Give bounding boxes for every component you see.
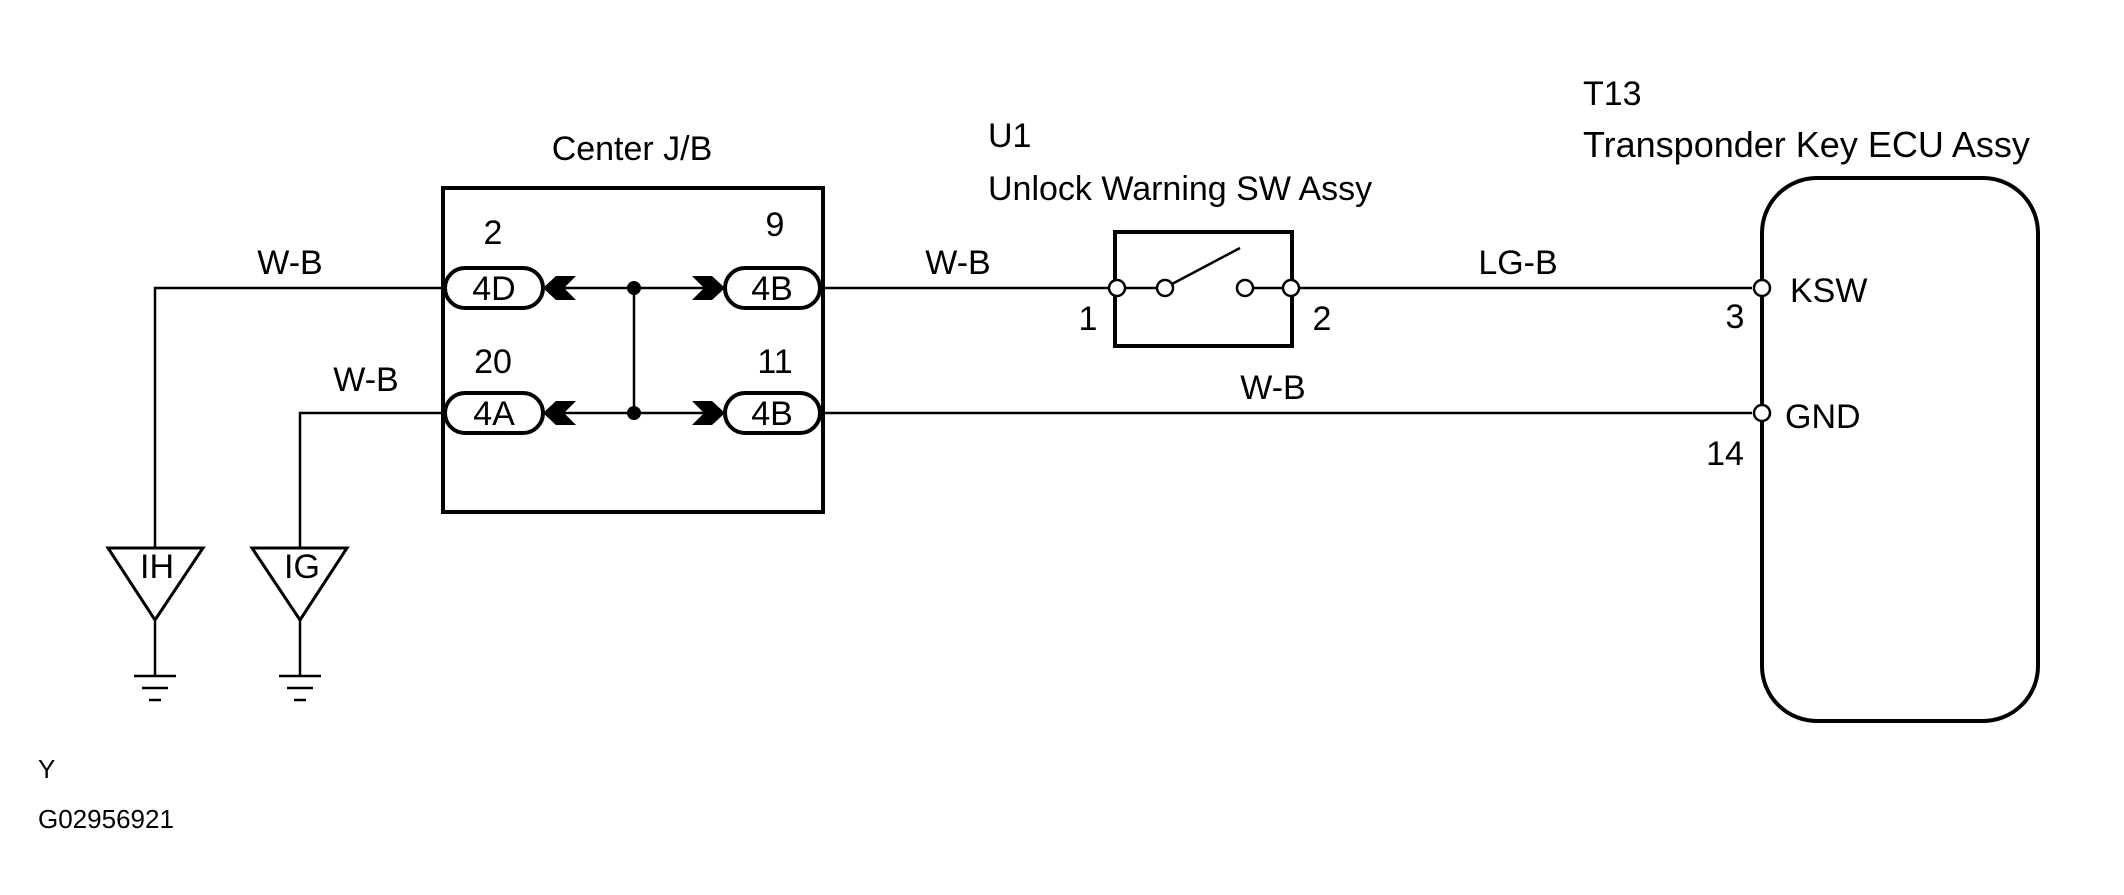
ground-ig-triangle-icon [249,546,350,623]
switch-pin-left: 1 [1079,300,1098,338]
junction-dot-top [627,281,641,295]
ecu-gnd-pin: 14 [1706,435,1744,473]
connector-4b-top-label: 4B [751,270,793,308]
switch-contact-right [1235,278,1255,298]
transponder-ecu: T13 Transponder Key ECU Assy KSW 3 GND 1… [1583,75,2040,723]
ecu-gnd-label: GND [1785,398,1861,436]
unlock-warning-switch: U1 Unlock Warning SW Assy 1 2 [988,117,1372,348]
wire-label-ig: W-B [333,361,398,399]
center-jb-title: Center J/B [552,130,713,168]
switch-blade [1171,246,1241,286]
arrow-right-top-icon [692,276,725,300]
ecu-box [1760,176,2040,723]
pin-bottom-right: 11 [757,343,792,381]
arrow-left-bottom-icon [543,401,576,425]
ecu-terminal-ksw [1752,278,1772,298]
ecu-terminal-gnd [1752,403,1772,423]
connector-4b-bottom-label: 4B [751,395,793,433]
pin-top-right: 9 [766,206,785,244]
pin-top-left: 2 [484,214,503,252]
center-jb-box [441,186,825,514]
ground-ig-label: IG [284,548,320,586]
ground-ih: IH [105,546,206,702]
switch-contact-left [1155,278,1175,298]
ecu-name: Transponder Key ECU Assy [1583,124,2030,165]
switch-name: Unlock Warning SW Assy [988,170,1372,208]
wire-ig [298,411,450,548]
wire-label-ih: W-B [257,244,322,282]
wire-ih [153,286,450,548]
arrow-right-bottom-icon [692,401,725,425]
pin-bottom-left: 20 [474,343,512,381]
switch-terminal-left [1107,278,1127,298]
switch-code: U1 [988,117,1031,155]
wire-label-jb-gnd: W-B [1240,369,1305,407]
figure-id: G02956921 [38,804,174,834]
wires [153,286,1752,548]
ground-ih-triangle-icon [105,546,206,623]
junction-dot-bottom [627,406,641,420]
arrow-left-top-icon [543,276,576,300]
ground-ig: IG [249,546,350,702]
ecu-code: T13 [1583,75,1642,113]
ecu-ksw-pin: 3 [1726,298,1745,336]
center-jb: Center J/B 2 9 20 11 4D 4B 4A 4B [441,130,825,514]
footer-code: Y [38,754,55,784]
wire-label-switch-ecu: LG-B [1478,244,1557,282]
ground-ih-label: IH [140,548,174,586]
switch-pin-right: 2 [1313,300,1332,338]
ecu-ksw-label: KSW [1790,272,1867,310]
connector-4d-label: 4D [472,270,515,308]
connector-4a-label: 4A [473,395,515,433]
switch-terminal-right [1281,278,1301,298]
wire-label-jb-switch: W-B [925,244,990,282]
